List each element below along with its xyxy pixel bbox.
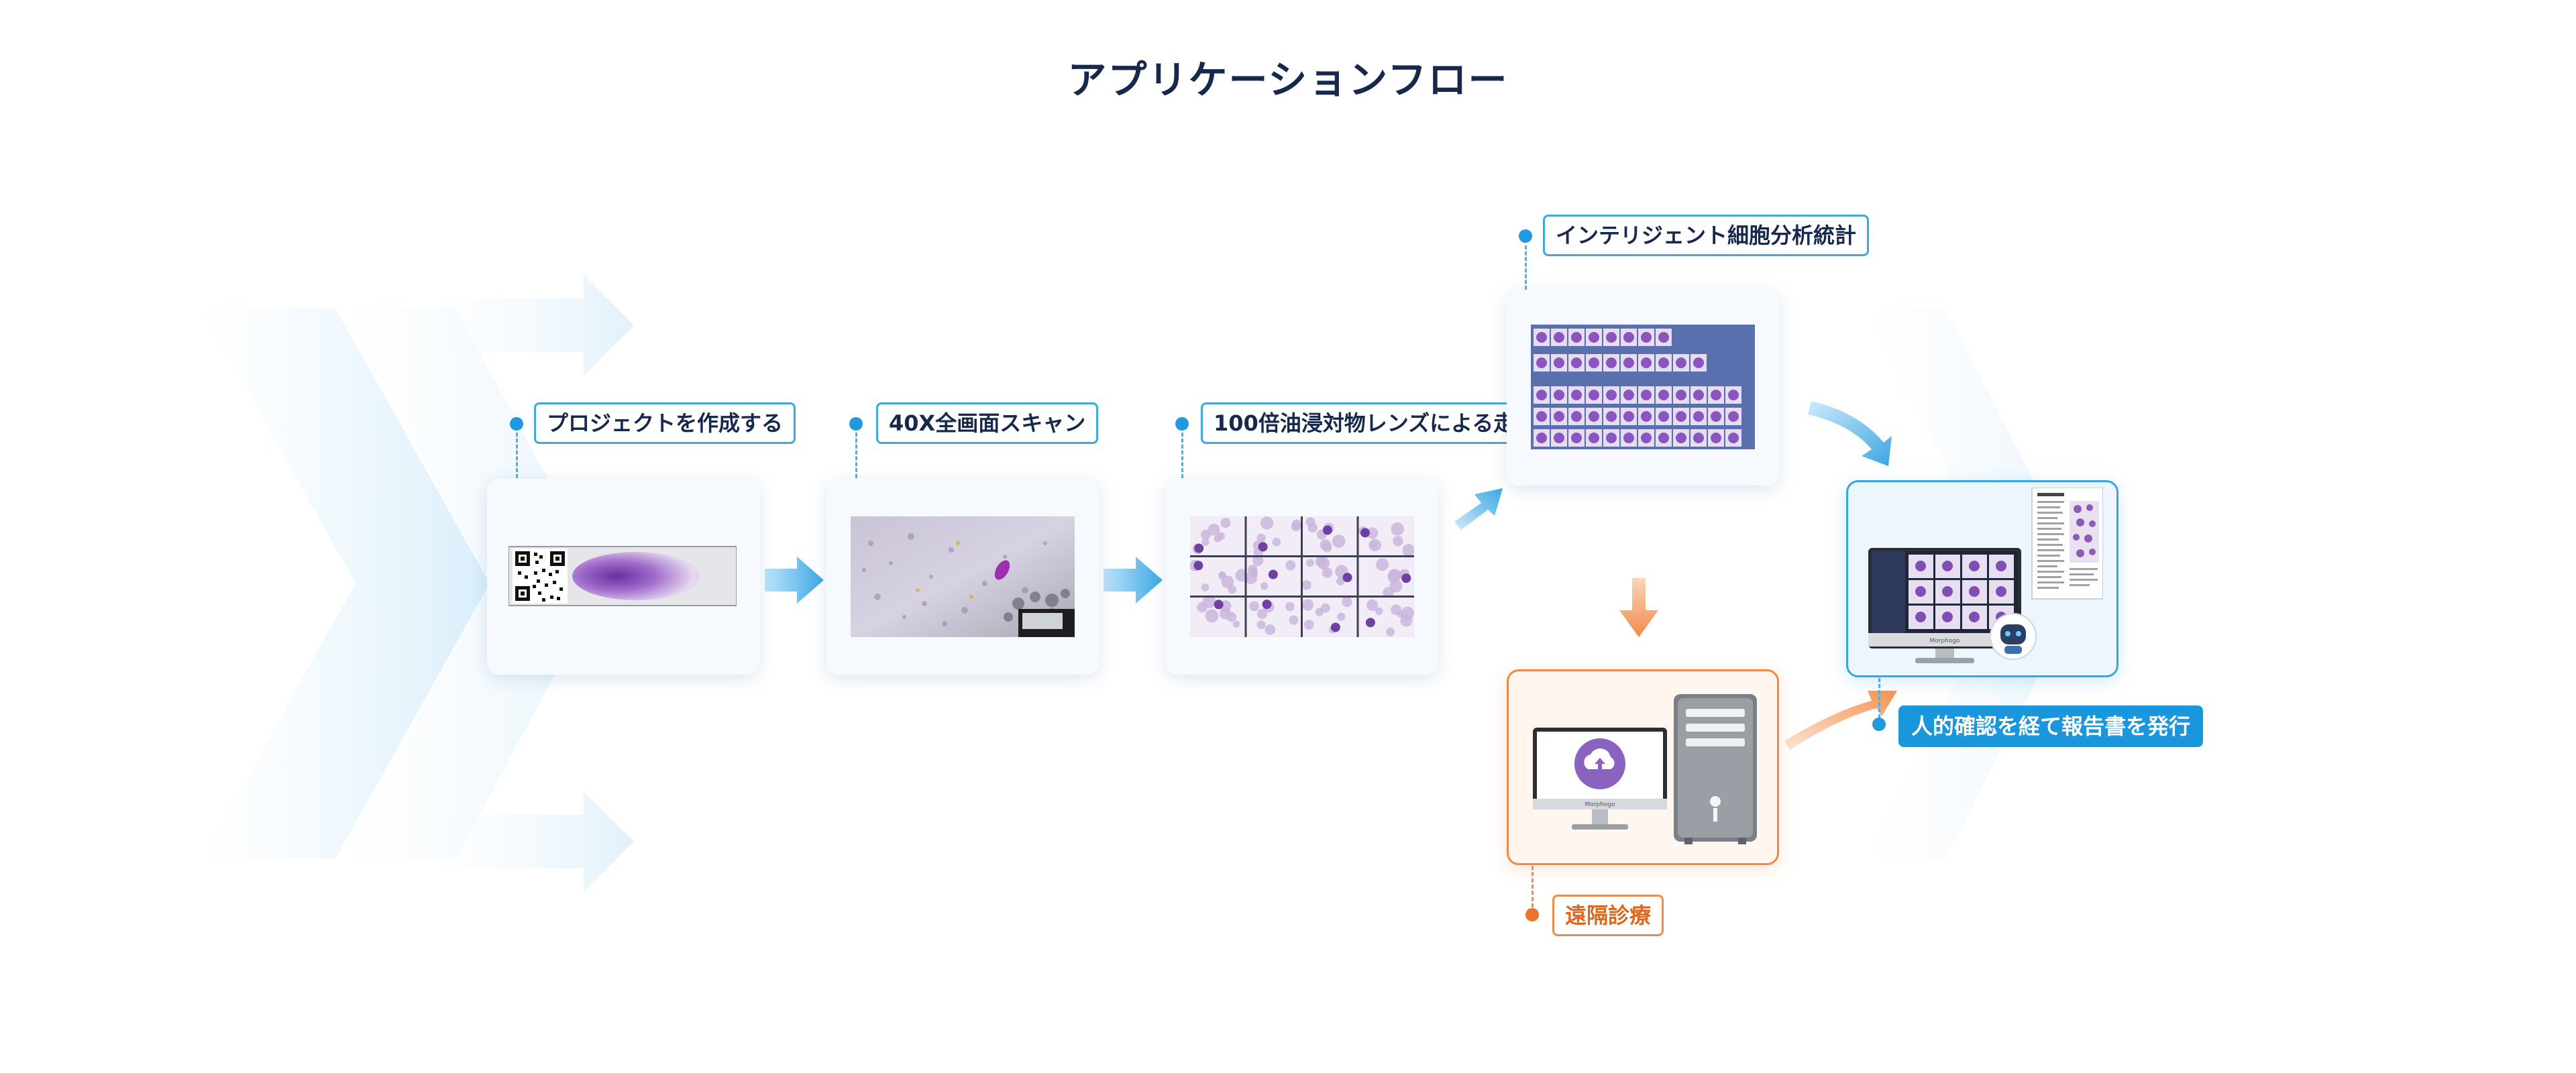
card-analysis [1507, 290, 1779, 486]
step-connector [1181, 433, 1183, 478]
flow-arrow-2 [1104, 557, 1163, 604]
card-scan-40x [826, 479, 1099, 675]
report-connector [1878, 678, 1880, 718]
card-report: Morphogo [1846, 480, 2118, 677]
step-label-report: 人的確認を経て報告書を発行 [1898, 705, 2204, 747]
flow-arrow-5 [1619, 578, 1658, 637]
remote-connector [1532, 866, 1534, 907]
step-label-scan-40x: 40X全画面スキャン [876, 402, 1099, 444]
page-title: アプリケーションフロー [1067, 57, 1509, 103]
flow-arrow-3 [1454, 488, 1503, 530]
scan-40x-image [851, 516, 1075, 637]
monitor-brand-text: Morphogo [1929, 638, 1960, 644]
step-label-analysis: インテリジェント細胞分析統計 [1543, 215, 1870, 256]
step-dot [510, 417, 523, 431]
card-scan-100x [1166, 479, 1438, 675]
scan-100x-grid [1190, 516, 1414, 637]
report-workstation: Morphogo [1868, 488, 2103, 663]
cell-analysis-panel [1531, 325, 1755, 449]
flow-arrow-1 [765, 557, 824, 604]
step-connector [855, 433, 857, 478]
step-label-remote: 遠隔診療 [1552, 895, 1664, 936]
step-label-create-project: プロジェクトを作成する [534, 402, 796, 444]
step-label-scan-100x: 100倍油浸対物レンズによる走査 [1201, 402, 1550, 444]
monitor-brand-text: Morphogo [1585, 801, 1615, 808]
slide-image [508, 546, 737, 606]
flow-arrow-4 [1808, 401, 1892, 466]
step-dot [1519, 229, 1532, 243]
step-connector [1525, 245, 1527, 290]
card-remote: Morphogo [1507, 669, 1779, 865]
step-dot [1175, 417, 1189, 431]
report-dot [1872, 718, 1886, 731]
card-create-project [487, 479, 759, 675]
flow-arrow-6 [1784, 691, 1897, 750]
remote-workstation: Morphogo [1533, 694, 1757, 844]
remote-dot [1525, 908, 1539, 921]
step-dot [849, 417, 863, 431]
step-connector [516, 433, 518, 478]
